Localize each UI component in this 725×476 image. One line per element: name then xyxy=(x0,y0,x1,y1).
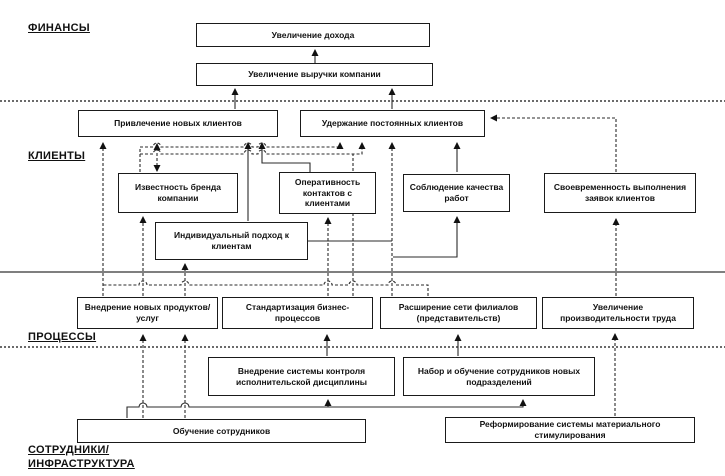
node-request-timeliness: Своевременность выполнения заявок клиент… xyxy=(544,173,696,213)
node-new-products: Внедрение новых продуктов/услуг xyxy=(77,297,218,329)
section-label-processes: ПРОЦЕССЫ xyxy=(28,331,97,343)
dashed-connectors xyxy=(99,114,620,418)
node-work-quality: Соблюдение качества работ xyxy=(403,174,510,212)
section-label-clients: КЛИЕНТЫ xyxy=(28,150,86,162)
node-staff-recruitment: Набор и обучение сотрудников новых подра… xyxy=(403,357,595,396)
node-individual-approach: Индивидуальный подход к клиентам xyxy=(155,222,308,260)
node-staff-training: Обучение сотрудников xyxy=(77,419,366,443)
section-label-finance: ФИНАНСЫ xyxy=(28,22,90,34)
node-standardization: Стандартизация бизнес-процессов xyxy=(222,297,373,329)
node-branch-expansion: Расширение сети филиалов (представительс… xyxy=(380,297,537,329)
node-contact-promptness: Оперативность контактов с клиентами xyxy=(279,172,376,214)
section-dividers xyxy=(0,100,725,348)
node-attract-clients: Привлечение новых клиентов xyxy=(78,110,278,137)
node-incentive-reform: Реформирование системы материального сти… xyxy=(445,417,695,443)
node-labor-productivity: Увеличение производительности труда xyxy=(542,297,694,329)
node-revenue: Увеличение выручки компании xyxy=(196,63,433,86)
node-income: Увеличение дохода xyxy=(196,23,430,47)
solid-connectors xyxy=(126,49,527,418)
node-brand-awareness: Известность бренда компании xyxy=(118,173,238,213)
node-discipline-control: Внедрение системы контроля исполнительск… xyxy=(208,357,395,396)
section-label-staff-infrastructure: СОТРУДНИКИ/ ИНФРАСТРУКТУРА xyxy=(28,444,135,470)
node-retain-clients: Удержание постоянных клиентов xyxy=(300,110,485,137)
